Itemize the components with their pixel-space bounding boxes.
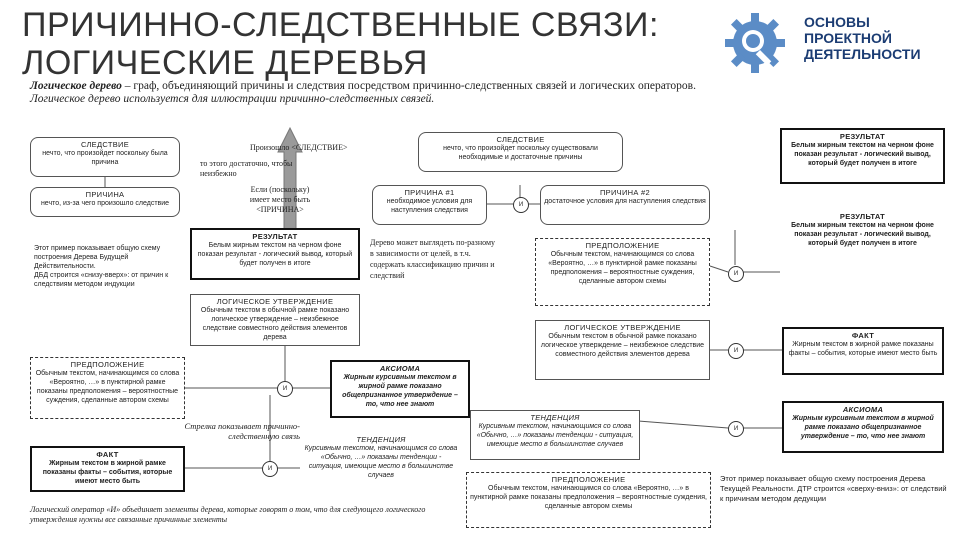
and-node-top: И <box>513 197 529 213</box>
legend-example-text-2: ДБД строится «снизу-вверх»: от причин к … <box>34 272 169 288</box>
arrow-reading-line-1: Произошло <СЛЕДСТВИЕ> <box>250 143 348 152</box>
cause2-text: достаточное условия для наступления след… <box>544 198 706 205</box>
arrow-note: Стрелка показывает причинно-следственную… <box>184 421 300 441</box>
tendency-right-box: ТЕНДЕНЦИЯ Курсивным текстом, начинающимс… <box>470 410 640 460</box>
tendency-right-title: ТЕНДЕНЦИЯ <box>530 413 580 422</box>
result-right2-text: Белым жирным текстом на черном фоне пока… <box>791 222 934 247</box>
result-right1-box: РЕЗУЛЬТАТ Белым жирным текстом на черном… <box>780 128 945 184</box>
cause2-box: ПРИЧИНА #2 достаточное условия для насту… <box>540 185 710 225</box>
cause1-box: ПРИЧИНА #1 необходимое условия для насту… <box>372 185 487 225</box>
arrow-reading-line-3: неизбежно <box>200 169 237 178</box>
fact-right-box: ФАКТ Жирным текстом в жирной рамке показ… <box>782 327 944 375</box>
fact-left-box: ФАКТ Жирным текстом в жирной рамке показ… <box>30 446 185 492</box>
fact-left-title: ФАКТ <box>96 450 119 459</box>
assumption-left-title: ПРЕДПОЛОЖЕНИЕ <box>70 360 145 369</box>
assumption-bottom-box: ПРЕДПОЛОЖЕНИЕ Обычным текстом, начинающи… <box>466 472 711 528</box>
and-node-right-2: И <box>728 343 744 359</box>
arrow-reading: Произошло <СЛЕДСТВИЕ> то этого достаточн… <box>200 143 360 215</box>
result-right2-box: РЕЗУЛЬТАТ Белым жирным текстом на черном… <box>780 210 945 262</box>
example-right-note: Этот пример показывает общую схему постр… <box>720 474 947 503</box>
and-node-right-3: И <box>728 421 744 437</box>
causal-arrow <box>277 126 303 233</box>
brand-line-1: ОСНОВЫ <box>804 14 870 30</box>
arrow-reading-line-5: имеет место быть <box>249 195 311 204</box>
assumption-bottom-text: Обычным текстом, начинающимся со слова «… <box>470 485 707 510</box>
and-node-left-1: И <box>277 381 293 397</box>
legend-effect-title: СЛЕДСТВИЕ <box>80 140 129 149</box>
gear-magnifier-icon <box>722 10 788 76</box>
cause1-text: необходимое условия для наступления след… <box>386 198 473 214</box>
logic-statement-right-text: Обычным текстом в обычной рамке показано… <box>540 333 705 358</box>
arrow-reading-line-6: <ПРИЧИНА> <box>256 205 304 214</box>
result-right1-text: Белым жирным текстом на черном фоне пока… <box>791 142 934 167</box>
fact-right-text: Жирным текстом в жирной рамке показаны ф… <box>788 341 938 357</box>
result-center-text: Белым жирным текстом на черном фоне пока… <box>197 242 353 267</box>
and-node-left-2: И <box>262 461 278 477</box>
tendency-center-text: Курсивным текстом, начинающимся со слова… <box>304 445 458 479</box>
effect-top-box: СЛЕДСТВИЕ нечто, что произойдет поскольк… <box>418 132 623 172</box>
axiom-right-title: АКСИОМА <box>842 405 884 414</box>
logic-and-note: Логический оператор «И» объединяет элеме… <box>30 505 426 524</box>
title-line-1: ПРИЧИННО-СЛЕДСТВЕННЫЕ СВЯЗИ: <box>22 6 659 44</box>
result-center-box: РЕЗУЛЬТАТ Белым жирным текстом на черном… <box>190 228 360 280</box>
logic-statement-right-title: ЛОГИЧЕСКОЕ УТВЕРЖДЕНИЕ <box>564 323 681 332</box>
logic-statement-box: ЛОГИЧЕСКОЕ УТВЕРЖДЕНИЕ Обычным текстом в… <box>190 294 360 346</box>
axiom-center-text: Жирным курсивным текстом в жирной рамке … <box>342 374 458 408</box>
result-right2-title: РЕЗУЛЬТАТ <box>839 212 886 221</box>
fact-left-text: Жирным текстом в жирной рамке показаны ф… <box>42 460 173 485</box>
title-line-2: ЛОГИЧЕСКИЕ ДЕРЕВЬЯ <box>22 44 428 82</box>
result-center-title: РЕЗУЛЬТАТ <box>252 232 298 241</box>
axiom-right-text: Жирным курсивным текстом в жирной рамке … <box>792 415 934 440</box>
brand-line-3: ДЕЯТЕЛЬНОСТИ <box>804 46 921 62</box>
and-node-right-1: И <box>728 266 744 282</box>
brand-name: ОСНОВЫ ПРОЕКТНОЙ ДЕЯТЕЛЬНОСТИ <box>804 14 954 62</box>
cause2-title: ПРИЧИНА #2 <box>599 188 651 197</box>
brand-line-2: ПРОЕКТНОЙ <box>804 30 892 46</box>
fact-right-title: ФАКТ <box>851 331 875 340</box>
tree-note: Дерево может выглядеть по-разному в зави… <box>370 238 496 280</box>
assumption-bottom-title: ПРЕДПОЛОЖЕНИЕ <box>551 475 626 484</box>
legend-example-text: Этот пример показывает общую схему постр… <box>34 245 161 270</box>
tendency-center-box: ТЕНДЕНЦИЯ Курсивным текстом, начинающимс… <box>300 433 462 495</box>
axiom-center-title: АКСИОМА <box>379 364 421 373</box>
effect-top-text: нечто, что произойдет поскольку существо… <box>443 145 598 161</box>
logic-statement-text: Обычным текстом в обычной рамке показано… <box>200 307 350 341</box>
tendency-center-title: ТЕНДЕНЦИЯ <box>356 435 406 444</box>
legend-cause-title: ПРИЧИНА <box>85 190 125 199</box>
arrow-reading-line-2: то этого достаточно, чтобы <box>200 159 293 168</box>
cause1-title: ПРИЧИНА #1 <box>404 188 455 197</box>
intro-term: Логическое дерево <box>30 80 122 92</box>
result-right1-title: РЕЗУЛЬТАТ <box>839 132 886 141</box>
logic-statement-right-box: ЛОГИЧЕСКОЕ УТВЕРЖДЕНИЕ Обычным текстом в… <box>535 320 710 380</box>
logic-statement-title: ЛОГИЧЕСКОЕ УТВЕРЖДЕНИЕ <box>216 297 334 306</box>
assumption-right-text: Обычным текстом, начинающимся со слова «… <box>548 251 697 285</box>
arrow-reading-line-4: Если (поскольку) <box>250 185 310 194</box>
legend-example-note: Этот пример показывает общую схему постр… <box>34 244 184 289</box>
page-title: ПРИЧИННО-СЛЕДСТВЕННЫЕ СВЯЗИ: ЛОГИЧЕСКИЕ … <box>22 6 722 82</box>
effect-top-title: СЛЕДСТВИЕ <box>496 135 545 144</box>
assumption-right-box: ПРЕДПОЛОЖЕНИЕ Обычным текстом, начинающи… <box>535 238 710 306</box>
legend-effect-text: нечто, что произойдет поскольку была при… <box>42 150 168 166</box>
intro-definition: – граф, объединяющий причины и следствия… <box>121 80 696 92</box>
intro-line-2: Логическое дерево используется для иллюс… <box>30 93 435 105</box>
axiom-center-box: АКСИОМА Жирным курсивным текстом в жирно… <box>330 360 470 418</box>
assumption-right-title: ПРЕДПОЛОЖЕНИЕ <box>585 241 660 250</box>
legend-cause-box: ПРИЧИНА нечто, из-за чего произошло след… <box>30 187 180 217</box>
assumption-left-box: ПРЕДПОЛОЖЕНИЕ Обычным текстом, начинающи… <box>30 357 185 419</box>
intro-text: Логическое дерево – граф, объединяющий п… <box>30 80 850 106</box>
tendency-right-text: Курсивным текстом, начинающимся со слова… <box>476 423 634 448</box>
legend-effect-box: СЛЕДСТВИЕ нечто, что произойдет поскольк… <box>30 137 180 177</box>
axiom-right-box: АКСИОМА Жирным курсивным текстом в жирно… <box>782 401 944 453</box>
assumption-left-text: Обычным текстом, начинающимся со слова «… <box>35 370 180 404</box>
legend-cause-text: нечто, из-за чего произошло следствие <box>40 200 170 207</box>
